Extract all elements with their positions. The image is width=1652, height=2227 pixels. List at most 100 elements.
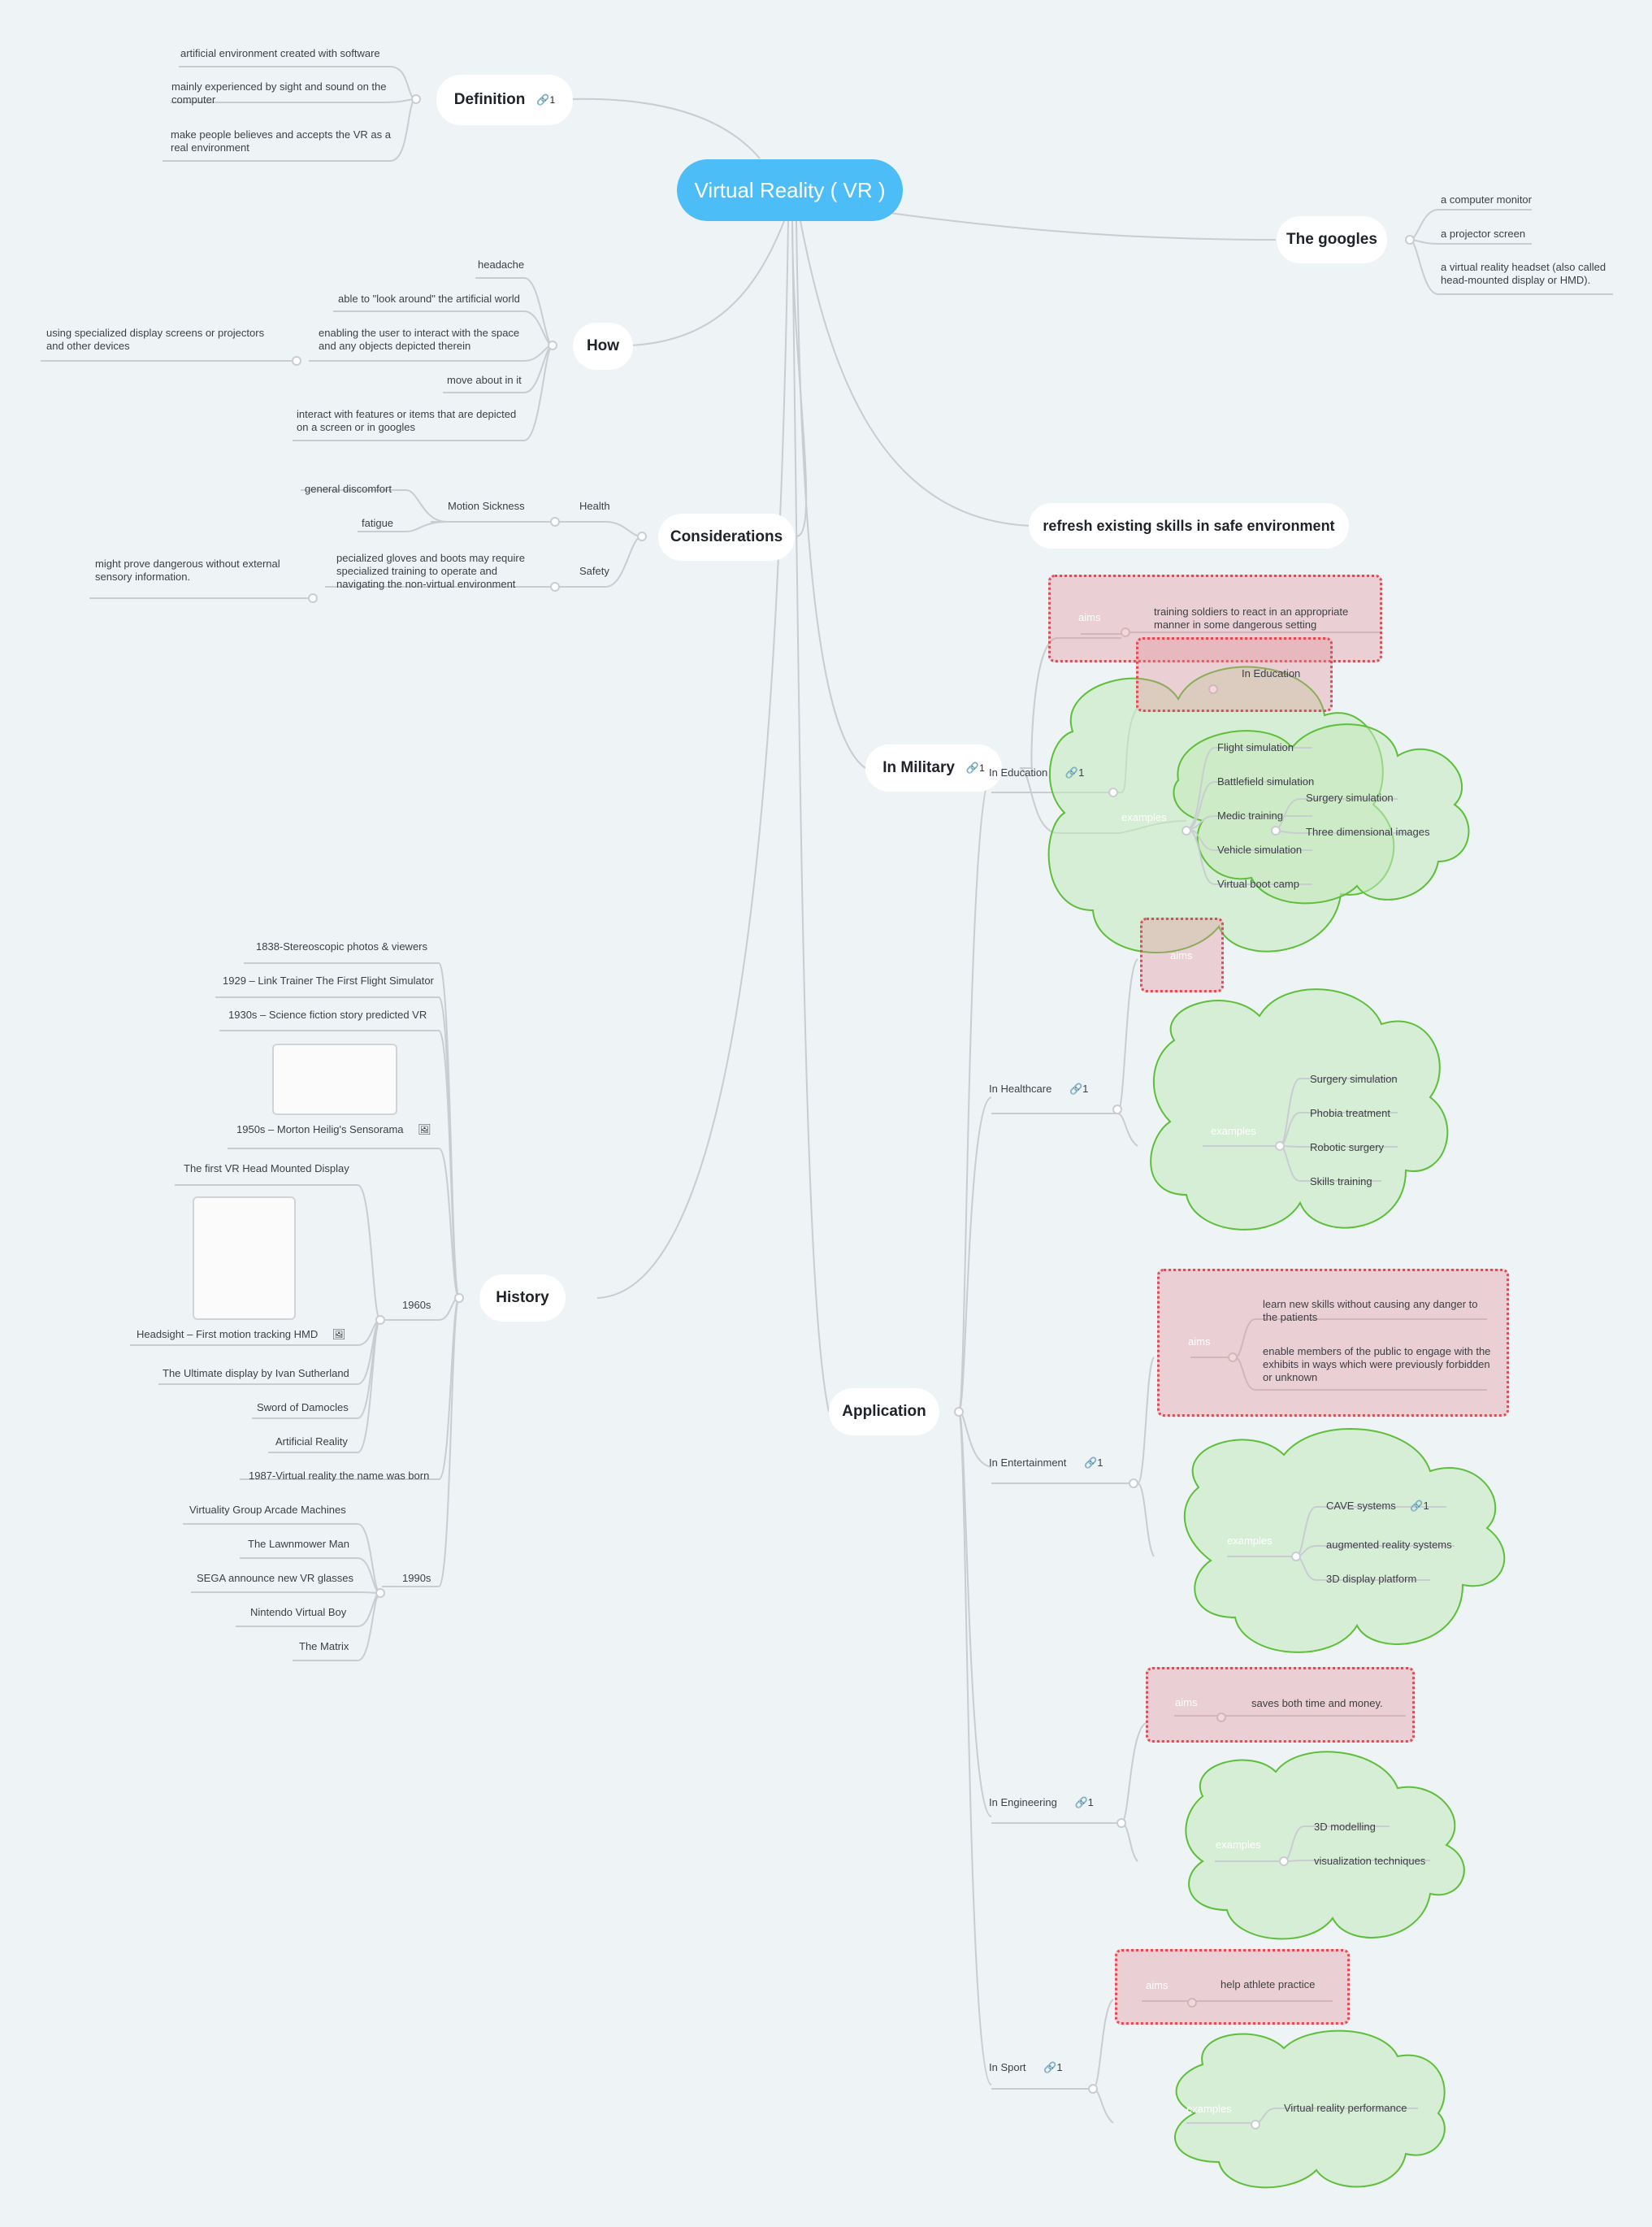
history-1990-item[interactable]: The Lawnmower Man [248, 1538, 349, 1550]
topic-considerations[interactable]: Considerations [658, 514, 795, 561]
entertainment-example[interactable]: 3D display platform [1326, 1573, 1417, 1585]
history-1960-item[interactable]: Artificial Reality [275, 1435, 348, 1448]
definition-link-count: 1 [549, 94, 556, 106]
definition-item[interactable]: make people believes and accepts the VR … [171, 128, 392, 154]
topic-how[interactable]: How [573, 323, 633, 370]
healthcare-example[interactable]: Robotic surgery [1310, 1141, 1385, 1153]
sport-aim[interactable]: help athlete practice [1221, 1978, 1316, 1990]
history-1990-item[interactable]: The Matrix [299, 1640, 349, 1652]
engineering-aim[interactable]: saves both time and money. [1251, 1697, 1383, 1709]
general-discomfort-item[interactable]: general discomfort [305, 483, 392, 495]
engineering-example[interactable]: visualization techniques [1314, 1855, 1426, 1867]
definition-item[interactable]: mainly experienced by sight and sound on… [171, 80, 387, 106]
definition-item[interactable]: artificial environment created with soft… [180, 47, 380, 59]
history-item[interactable]: 1929 – Link Trainer The First Flight Sim… [223, 975, 434, 987]
military-aims-box [1048, 575, 1382, 662]
healthcare-topic[interactable]: In Healthcare 🔗1 [989, 1083, 1088, 1096]
central-topic[interactable]: Virtual Reality ( VR ) [677, 159, 903, 221]
history-1960-item-headsight[interactable]: Headsight – First motion tracking HMD 🖼 [137, 1328, 345, 1341]
branch-military [796, 220, 866, 769]
definition-link[interactable]: 🔗1 [536, 93, 555, 106]
healthcare-link-count: 1 [1082, 1083, 1089, 1095]
history-1960-item[interactable]: The first VR Head Mounted Display [184, 1162, 349, 1174]
cloud-sport-examples [1174, 2029, 1446, 2189]
history-item[interactable]: 1987-Virtual reality the name was born [249, 1469, 430, 1482]
education-example[interactable]: Surgery simulation [1306, 792, 1394, 804]
military-example[interactable]: Battlefield simulation [1217, 775, 1315, 788]
entertainment-aim[interactable]: enable members of the public to engage w… [1263, 1345, 1491, 1383]
topic-history[interactable]: History [479, 1274, 566, 1322]
engineering-link[interactable]: 🔗1 [1074, 1796, 1093, 1808]
military-aims-text[interactable]: training soldiers to react in an appropr… [1154, 606, 1349, 631]
googles-item[interactable]: a computer monitor [1441, 193, 1532, 206]
cave-link-count: 1 [1423, 1500, 1429, 1512]
healthcare-link[interactable]: 🔗1 [1069, 1083, 1088, 1095]
googles-item[interactable]: a virtual reality headset (also called h… [1441, 261, 1606, 286]
history-1960-item[interactable]: The Ultimate display by Ivan Sutherland [163, 1367, 349, 1379]
sensorama-image[interactable] [272, 1044, 397, 1115]
sport-link[interactable]: 🔗1 [1043, 2061, 1062, 2073]
safety-item[interactable]: Safety [579, 565, 609, 577]
entertainment-example[interactable]: augmented reality systems [1326, 1539, 1452, 1551]
cave-link[interactable]: 🔗1 [1410, 1500, 1429, 1512]
history-1990-item[interactable]: Nintendo Virtual Boy [250, 1606, 347, 1618]
entertainment-label: In Entertainment [989, 1456, 1067, 1469]
dangerous-item[interactable]: might prove dangerous without external s… [95, 558, 280, 583]
cloud-healthcare-examples [1150, 988, 1449, 1231]
topic-military[interactable]: In Military 🔗1 [865, 745, 1002, 792]
military-link[interactable]: 🔗1 [966, 762, 985, 775]
fatigue-item[interactable]: fatigue [362, 517, 394, 529]
branch-googles [889, 212, 1277, 241]
link-icon: 🔗 [1043, 2061, 1057, 2073]
how-item[interactable]: headache [478, 258, 525, 271]
motion-sickness-item[interactable]: Motion Sickness [448, 500, 525, 512]
healthcare-example[interactable]: Phobia treatment [1310, 1107, 1391, 1119]
history-1990-item[interactable]: Virtuality Group Arcade Machines [189, 1504, 346, 1516]
history-item[interactable]: 1838-Stereoscopic photos & viewers [256, 940, 428, 953]
health-item[interactable]: Health [579, 500, 610, 512]
how-item[interactable]: interact with features or items that are… [297, 408, 517, 433]
how-sub-item[interactable]: using specialized display screens or pro… [46, 327, 265, 352]
history-1960-item[interactable]: Sword of Damocles [257, 1401, 349, 1413]
history-1960s[interactable]: 1960s [402, 1299, 431, 1311]
headsight-image[interactable] [193, 1196, 296, 1320]
history-item[interactable]: 1930s – Science fiction story predicted … [228, 1009, 427, 1021]
entertainment-example-cave[interactable]: CAVE systems 🔗1 [1326, 1500, 1429, 1513]
cloud-engineering-examples [1185, 1751, 1465, 1940]
how-label: How [586, 337, 620, 354]
link-icon: 🔗 [1069, 1083, 1083, 1095]
history-item-sensorama[interactable]: 1950s – Morton Heilig's Sensorama 🖼 [236, 1123, 431, 1136]
sport-topic[interactable]: In Sport 🔗1 [989, 2061, 1063, 2074]
military-example[interactable]: Flight simulation [1217, 741, 1294, 753]
history-1990s[interactable]: 1990s [402, 1572, 431, 1584]
branch-application [791, 220, 830, 1413]
how-item[interactable]: enabling the user to interact with the s… [319, 327, 520, 352]
engineering-example[interactable]: 3D modelling [1314, 1821, 1376, 1833]
how-item[interactable]: move about in it [447, 374, 522, 386]
military-example[interactable]: Medic training [1217, 810, 1283, 822]
topic-refresh[interactable]: refresh existing skills in safe environm… [1029, 503, 1349, 549]
entertainment-aims-box [1157, 1269, 1509, 1417]
sport-example[interactable]: Virtual reality performance [1284, 2102, 1407, 2114]
topic-definition[interactable]: Definition 🔗1 [436, 75, 573, 125]
entertainment-aim[interactable]: learn new skills without causing any dan… [1263, 1298, 1478, 1323]
topic-googles[interactable]: The googles [1277, 216, 1387, 263]
entertainment-link[interactable]: 🔗1 [1084, 1456, 1103, 1469]
education-topic[interactable]: In Education 🔗1 [989, 766, 1084, 779]
education-overlap-label[interactable]: In Education [1242, 667, 1301, 679]
history-1990-item[interactable]: SEGA announce new VR glasses [197, 1572, 353, 1584]
how-item[interactable]: able to "look around" the artificial wor… [338, 293, 520, 305]
entertainment-topic[interactable]: In Entertainment 🔗1 [989, 1456, 1103, 1469]
education-example[interactable]: Three dimensional images [1306, 826, 1430, 838]
healthcare-example[interactable]: Surgery simulation [1310, 1073, 1398, 1085]
cave-label: CAVE systems [1326, 1500, 1396, 1512]
gloves-item[interactable]: pecialized gloves and boots may require … [336, 552, 525, 590]
engineering-topic[interactable]: In Engineering 🔗1 [989, 1796, 1094, 1809]
military-example[interactable]: Vehicle simulation [1217, 844, 1303, 856]
healthcare-example[interactable]: Skills training [1310, 1175, 1372, 1187]
education-link[interactable]: 🔗1 [1065, 766, 1084, 779]
military-example[interactable]: Virtual boot camp [1217, 878, 1299, 890]
googles-item[interactable]: a projector screen [1441, 228, 1526, 240]
topic-application[interactable]: Application [829, 1388, 939, 1435]
